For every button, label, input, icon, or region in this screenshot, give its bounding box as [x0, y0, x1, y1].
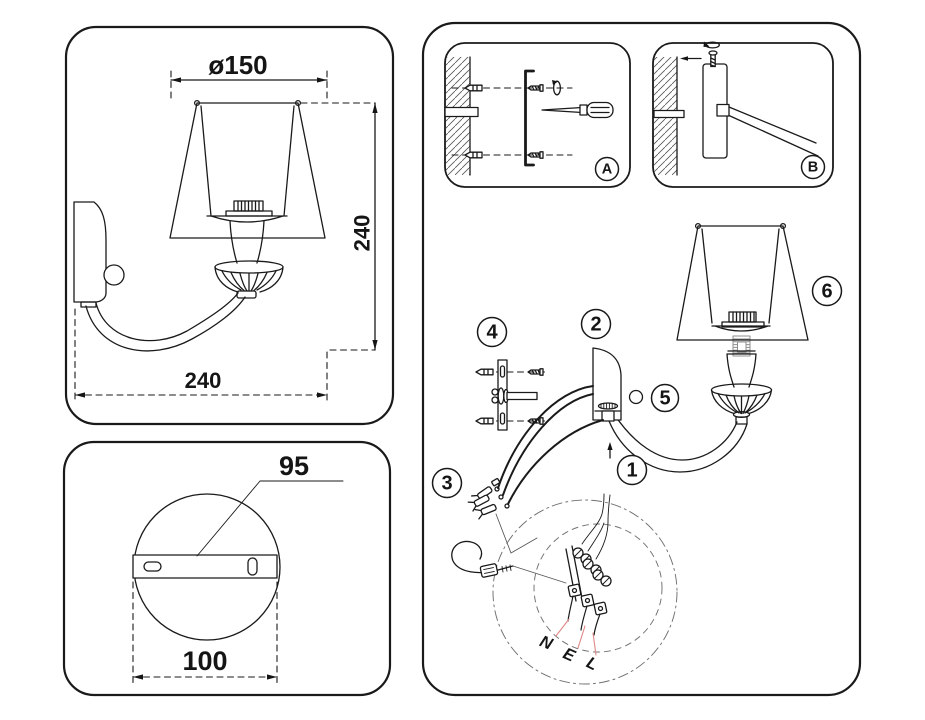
callout-1-label: 1: [626, 460, 637, 482]
mounting-bar: [132, 554, 278, 579]
lamp-side-view: [73, 99, 326, 352]
screw-hole: [628, 389, 644, 405]
wall-plug-icon: [475, 417, 494, 425]
step-b-badge: [800, 154, 826, 180]
callout-5-badge: [650, 383, 680, 413]
callout-2-badge: [580, 308, 612, 340]
lamp-arm-inner: [613, 413, 738, 461]
step-b-panel: B: [652, 41, 834, 188]
installation-panel: A B: [421, 21, 862, 697]
lamp-arm-lines: [728, 106, 819, 157]
center-bolt: [491, 387, 538, 405]
terminal-block: [565, 545, 612, 616]
plate-width-label: 100: [182, 646, 227, 676]
wire-terminals: [467, 477, 510, 520]
lampshade: [676, 225, 809, 341]
height-label: 240: [350, 215, 375, 252]
hole-spacing-label: 95: [279, 451, 309, 481]
diameter-dimension: ø150: [170, 50, 328, 101]
arm-clamp: [716, 103, 730, 117]
detail-circle-inner: [533, 523, 663, 653]
ground-hook-wire: [451, 540, 567, 584]
slide-left-arrow: [680, 56, 702, 61]
candle-holder: [726, 350, 757, 388]
step-a-label: A: [602, 162, 613, 178]
lampshade: [169, 102, 326, 239]
rotate-icon: [552, 80, 562, 96]
wall-bracket: [73, 201, 107, 303]
callout-4-badge: [476, 316, 508, 348]
lamp-arm-outer: [85, 296, 246, 352]
wire-label-leaders: [555, 618, 597, 656]
slot-left: [143, 561, 162, 572]
detail-circle-outer: [492, 499, 678, 685]
arm-foot: [80, 301, 97, 308]
callout-6-label: 6: [821, 281, 832, 303]
wiring-detail: N E L: [451, 493, 678, 685]
lamp-backplate: [592, 347, 622, 421]
junction-ledge: [444, 106, 479, 118]
screw-icon: [708, 50, 718, 68]
screwdriver-icon: [541, 101, 614, 119]
glass-diffuser: [710, 383, 773, 425]
glass-inner: [200, 105, 295, 217]
backplate-dimension-panel: 95 100: [62, 440, 392, 697]
lamp-arm-inner: [95, 292, 239, 342]
diffuser-flutes: [221, 270, 277, 292]
junction-ledge: [653, 109, 685, 119]
candle-holder: [229, 220, 265, 264]
wall-plug-icon: [475, 368, 494, 376]
callout-2-label: 2: [590, 314, 601, 336]
panel-border: [421, 21, 862, 697]
depth-label: 240: [185, 368, 222, 393]
callout-1-badge: [616, 454, 648, 486]
bulb-socket: [225, 200, 273, 217]
terminal-wires-down: [567, 595, 601, 636]
callout-3-badge: [431, 467, 463, 499]
glass-inner: [701, 228, 780, 324]
supply-wires-top: [581, 493, 611, 560]
height-dimension: 240: [300, 102, 378, 351]
callout-4-label: 4: [486, 322, 498, 344]
panel-border: [64, 25, 395, 426]
hole-spacing-dimension: 95: [196, 451, 344, 557]
callout-6-badge: [811, 275, 843, 307]
cable-clamp: [594, 402, 621, 422]
step-b-border: [652, 42, 834, 188]
bracket-knob: [103, 264, 125, 286]
lamp-arm-outer: [608, 420, 748, 473]
glass-diffuser: [214, 260, 284, 299]
callout-5-label: 5: [659, 388, 670, 410]
diameter-label: ø150: [208, 50, 267, 80]
depth-dimension: 240: [74, 308, 328, 404]
callout-3-label: 3: [441, 473, 452, 495]
wall-plug-icon: [464, 84, 483, 92]
callout-badges: 1 2 3 4 5 6: [431, 275, 843, 499]
step-b-label: B: [808, 160, 818, 176]
rotate-icon: [703, 41, 720, 49]
step-a-badge: [594, 156, 620, 182]
mounting-bracket-profile: [524, 69, 535, 167]
lamp-assembly: 1 2 3 4 5 6: [431, 222, 843, 520]
dimension-side-view-panel: ø150 240 240: [64, 25, 395, 426]
step-a-panel: A: [444, 42, 631, 188]
wall-plug-icon: [464, 151, 483, 159]
lamp-wires: [497, 385, 604, 505]
detail-leader: [495, 513, 538, 554]
insert-up-arrow: [607, 442, 613, 459]
socket-threads: [732, 335, 751, 357]
plate-width-dimension: 100: [132, 581, 278, 685]
slot-right: [247, 557, 258, 576]
mounting-hardware: [475, 359, 546, 431]
bulb-socket: [721, 311, 765, 328]
